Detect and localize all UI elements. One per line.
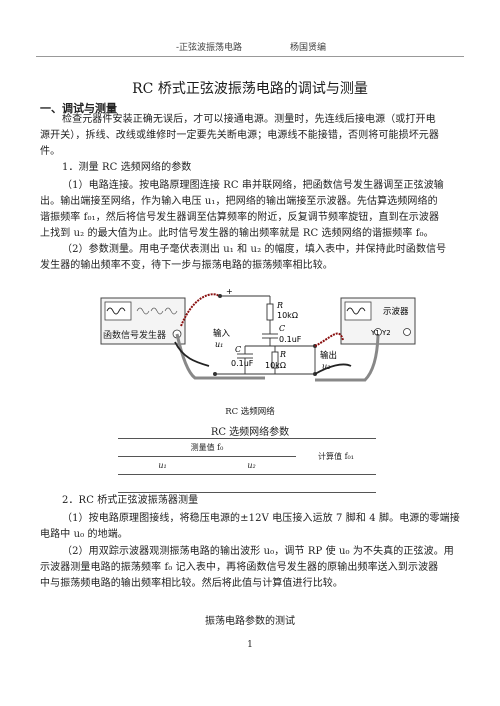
intro-paragraph: 检查元器件安装正确无误后，才可以接通电源。测量时，先连线后接电源（或打开电 源开… [40, 112, 465, 160]
resistor-top [266, 303, 274, 321]
step2-line: 电路中 u₀ 的地端。 [40, 529, 128, 540]
table-sub-u2: u₂ [207, 456, 296, 475]
generator-label: 函数信号发生器 [103, 329, 166, 341]
header-left: -正弦波振荡电路 [176, 43, 243, 53]
step2-paragraph-2: （2）用双踪示波器观测振荡电路的输出波形 u₀，调节 RP 使 u₀ 为不失真的… [40, 544, 465, 592]
step1-paragraph-1: （1）电路连接。按电路原理图连接 RC 串并联网络，把函数信号发生器调至正弦波输… [40, 178, 465, 242]
step1-line: 谐振频率 f₀₁，然后将信号发生器调至估算频率的附近，反复调节频率旋钮，直到在示… [40, 212, 440, 223]
table-header-calc: 计算值 f₀₁ [296, 438, 376, 475]
step1-line: 出。输出端接至网络，作为输入电压 u₁，把网络的输出端接至示波器。先估算选频网络… [40, 196, 438, 207]
step1-line: 发生器的输出频率不变，待下一步与振荡电路的振荡频率相比较。 [40, 260, 333, 271]
resistor-bottom [271, 351, 279, 369]
generator-cable [175, 333, 265, 380]
page-title: RC 桥式正弦波振荡电路的调试与测量 [132, 81, 368, 97]
table-sub-u1: u₁ [118, 456, 207, 475]
header-right: 杨国贤编 [290, 43, 327, 53]
header-rule [36, 56, 464, 57]
step1-line: 上找到 u₂ 的最大值为止。此时信号发生器的输出频率就是 RC 选频网络的谐振频… [40, 228, 434, 239]
sine-wave-icon [106, 307, 126, 315]
section-heading: 一、调试与测量 [40, 102, 117, 115]
step2-line: （1）按电路原理图接线，将稳压电源的±12V 电压接入运放 7 脚和 4 脚。电… [62, 513, 460, 524]
rc-network-diagram: 函数信号发生器 + R 10kΩ C 0.1uF 输入 u₁ C 0.1uF R… [100, 287, 416, 382]
c-bottom-label: C [235, 345, 241, 354]
c-bottom-value: 0.1uF [231, 359, 254, 368]
generator-red-lead [180, 293, 220, 327]
input-label: 输入 [213, 328, 231, 339]
step2-line: （2）用双踪示波器观测振荡电路的输出波形 u₀，调节 RP 使 u₀ 为不失真的… [62, 546, 454, 557]
table-cell [207, 474, 296, 493]
step2-paragraph-1: （1）按电路原理图接线，将稳压电源的±12V 电压接入运放 7 脚和 4 脚。电… [40, 511, 465, 543]
page-number: 1 [247, 640, 253, 650]
generator-black-lead [174, 341, 210, 367]
table-header-measured: 测量值 f₀ [118, 438, 296, 457]
sine-wave-icon [346, 307, 366, 315]
r-bottom-label: R [279, 350, 286, 359]
step1-title: 1．测量 RC 选频网络的参数 [62, 162, 192, 173]
scope-channels: Y1 Y2 [370, 329, 391, 337]
r-top-value: 10kΩ [277, 311, 298, 320]
step2-title: 2．RC 桥式正弦波振荡器测量 [62, 495, 199, 506]
table-cell [296, 474, 376, 493]
step1-line: （2）参数测量。用电子毫伏表测出 u₁ 和 u₂ 的幅度，填入表中，并保持此时函… [62, 244, 447, 255]
step1-paragraph-2: （2）参数测量。用电子毫伏表测出 u₁ 和 u₂ 的幅度，填入表中，并保持此时函… [40, 242, 465, 274]
scope-black-lead [314, 363, 352, 375]
step2-line: 中与振荡频电路的输出频率相比较。然后将此值与计算值进行比较。 [40, 578, 343, 589]
waveform-select-icon [136, 307, 178, 315]
c-top-label: C [279, 324, 285, 333]
plus-sign: + [226, 287, 233, 296]
table-cell [118, 474, 207, 493]
parameter-table: 测量值 f₀ 计算值 f₀₁ u₁ u₂ [118, 438, 376, 493]
input-var: u₁ [215, 340, 223, 349]
r-bottom-value: 10kΩ [265, 361, 286, 370]
diagram-caption: RC 选频网络 [225, 407, 275, 417]
function-generator [100, 297, 186, 345]
scope-red-lead [314, 332, 344, 347]
step2-line: 示波器测量电路的振荡频率 f₀ 记入表中，再将函数信号发生器的原输出频率送入到示… [40, 562, 439, 573]
scope-cable [315, 335, 380, 382]
table-title: RC 选频网络参数 [210, 427, 290, 438]
output-label: 输出 [320, 350, 337, 361]
intro-line: 源开关），拆线、改线或维修时一定要先关断电源；电源线不能接错，否则将可能损坏元器 [40, 130, 439, 141]
scope-label: 示波器 [383, 306, 409, 317]
intro-line: 检查元器件安装正确无误后，才可以接通电源。测量时，先连线后接电源（或打开电 [62, 114, 436, 125]
r-top-label: R [276, 301, 283, 310]
output-var: u₂ [322, 362, 330, 371]
step1-line: （1）电路连接。按电路原理图连接 RC 串并联网络，把函数信号发生器调至正弦波输 [62, 180, 444, 191]
table2-title: 振荡电路参数的测试 [205, 616, 295, 627]
intro-line: 件。 [40, 146, 61, 157]
circuit-wiring [215, 295, 316, 375]
c-top-value: 0.1uF [279, 335, 302, 344]
